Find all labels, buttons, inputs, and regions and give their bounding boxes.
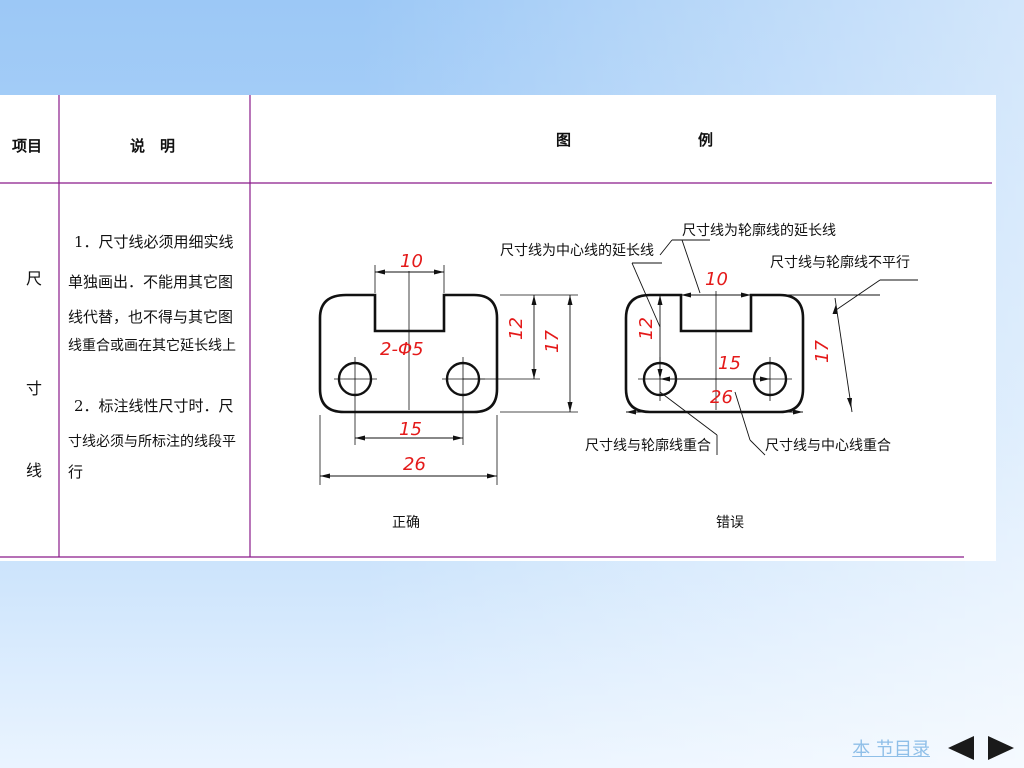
description-line-3: 线代替，也不得与其它图 [68, 308, 234, 326]
section-contents-link[interactable]: 本 节目录 [852, 739, 930, 760]
description-line-5: 2．标注线性尺寸时．尺 [74, 397, 234, 415]
wrong-leader-lines [631, 239, 918, 456]
wrong-dimension-lines [626, 294, 880, 413]
correct-dim-hole: 2-Φ5 [380, 339, 424, 360]
row-label-char-3: 线 [26, 461, 43, 480]
correct-dimension-lines [320, 271, 571, 477]
note-not-parallel: 尺寸线与轮廓线不平行 [770, 254, 910, 271]
description-line-6: 寸线必须与所标注的线段平 [68, 434, 236, 450]
description-line-1: 1．尺寸线必须用细实线 [74, 233, 234, 251]
correct-center-lines [334, 271, 540, 445]
slide-navigation: 本 节目录 [806, 732, 1016, 764]
header-item: 项目 [12, 137, 43, 155]
wrong-arrowheads [626, 292, 852, 415]
next-arrow-icon[interactable] [986, 733, 1016, 763]
header-description: 说 明 [130, 137, 176, 155]
correct-extension-lines [319, 265, 578, 485]
description-line-4: 线重合或画在其它延长线上 [68, 338, 236, 354]
correct-dim-notch-height: 12 [506, 317, 527, 340]
wrong-dim-width: 26 [710, 387, 733, 408]
correct-figure [318, 265, 578, 485]
correct-dim-width: 26 [403, 454, 426, 475]
correct-part-outline [318, 293, 499, 414]
slide-content-panel: 10 2-Φ5 12 17 15 26 [0, 95, 996, 561]
correct-arrowheads [320, 269, 573, 479]
correct-dim-top-width: 10 [400, 251, 423, 272]
note-on-contour: 尺寸线与轮廓线重合 [585, 437, 711, 454]
description-line-2: 单独画出．不能用其它图 [68, 273, 234, 291]
caption-wrong: 错误 [716, 515, 744, 531]
row-label-char-2: 寸 [26, 379, 43, 398]
note-on-center: 尺寸线与中心线重合 [765, 438, 891, 454]
note-contour-extension: 尺寸线为轮廓线的延长线 [682, 222, 836, 239]
previous-arrow-icon[interactable] [946, 733, 976, 763]
wrong-dim-notch-height: 12 [636, 317, 657, 340]
note-center-extension: 尺寸线为中心线的延长线 [500, 243, 654, 259]
header-figure-left: 图 [556, 131, 572, 149]
correct-dim-height: 17 [542, 330, 563, 353]
caption-correct: 正确 [392, 515, 420, 531]
wrong-dim-hole-spacing: 15 [718, 353, 741, 374]
description-line-7: 行 [68, 463, 84, 481]
header-figure-right: 例 [698, 131, 714, 149]
wrong-dim-top-width: 10 [705, 269, 728, 290]
row-label-char-1: 尺 [26, 269, 43, 288]
dimension-line-diagram: 10 2-Φ5 12 17 15 26 [0, 95, 992, 558]
correct-dim-hole-spacing: 15 [399, 419, 422, 440]
wrong-figure [624, 239, 918, 456]
wrong-dim-height: 17 [812, 340, 833, 363]
table-grid [0, 95, 992, 558]
